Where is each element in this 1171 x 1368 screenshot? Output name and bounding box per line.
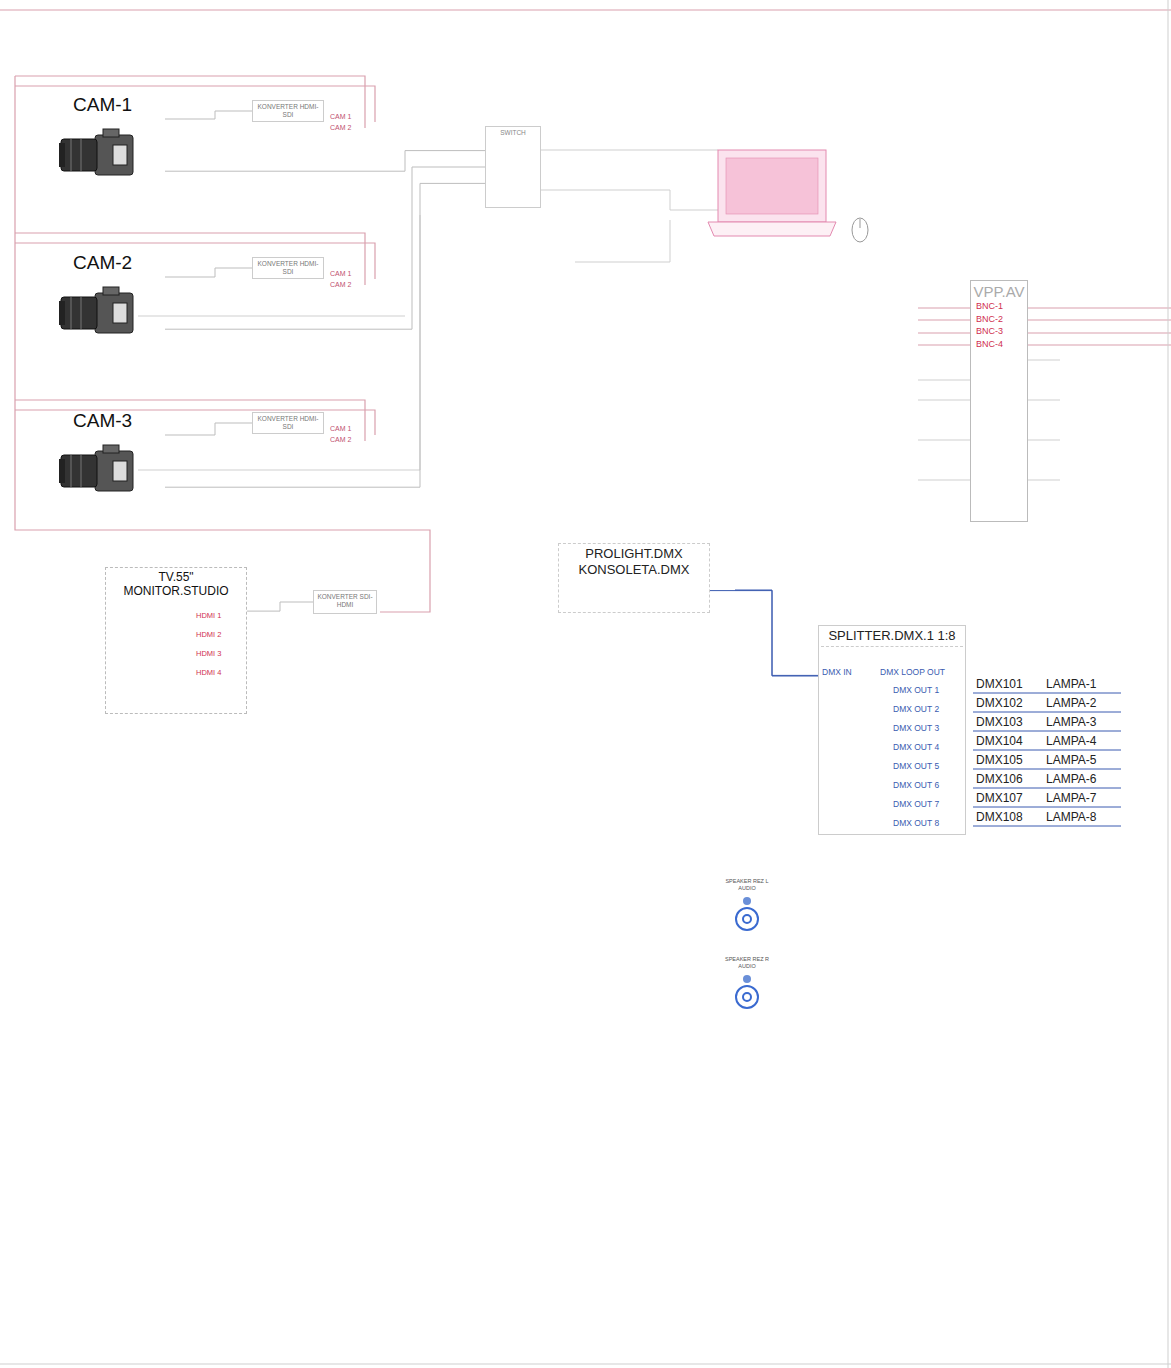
device-box: PROLIGHT.DMX KONSOLETA.DMX — [558, 543, 710, 613]
port-label: DMX102 — [976, 697, 1023, 710]
port-label: LAMPA-6 — [1046, 773, 1096, 786]
port-label: DMX105 — [976, 754, 1023, 767]
connector — [165, 268, 252, 277]
device-box: KONVERTER HDMI-SDI — [252, 412, 324, 434]
port-label: HDMI 4 — [196, 669, 221, 677]
port-label: CAM 1 — [330, 425, 351, 433]
device-box: KONVERTER HDMI-SDI — [252, 257, 324, 279]
port-label: DMX IN — [822, 668, 852, 677]
port-label: HDMI 1 — [196, 612, 221, 620]
node-label: SPLITTER.DMX.1 1:8 — [821, 628, 963, 647]
port-label: DMX OUT 2 — [893, 705, 939, 714]
speaker-icon — [727, 893, 767, 933]
camera-icon — [57, 443, 137, 495]
port-label: BNC-3 — [976, 327, 1003, 337]
port-label: CAM 1 — [330, 270, 351, 278]
port-label: DMX OUT 3 — [893, 724, 939, 733]
camera-icon — [57, 285, 137, 337]
port-label: LAMPA-3 — [1046, 716, 1096, 729]
port-label: BNC-2 — [976, 315, 1003, 325]
port-label: LAMPA-8 — [1046, 811, 1096, 824]
port-label: DMX104 — [976, 735, 1023, 748]
port-label: LAMPA-5 — [1046, 754, 1096, 767]
camera-node: CAM-3 — [55, 408, 165, 498]
node-label: VPP.AV — [973, 283, 1025, 301]
node-label: TV.55" MONITOR.STUDIO — [108, 570, 244, 599]
node-label: SWITCH — [489, 129, 537, 137]
node-label: CAM-2 — [57, 252, 163, 275]
device-box: TV.55" MONITOR.STUDIO — [105, 567, 247, 714]
node-label: CAM-3 — [57, 410, 163, 433]
node-label: KONVERTER SDI-HDMI — [317, 593, 373, 609]
port-label: HDMI 3 — [196, 650, 221, 658]
port-label: LAMPA-7 — [1046, 792, 1096, 805]
port-label: DMX OUT 8 — [893, 819, 939, 828]
port-label: DMX107 — [976, 792, 1023, 805]
port-label: BNC-1 — [976, 302, 1003, 312]
port-label: DMX LOOP OUT — [880, 668, 945, 677]
node-label: SPEAKER REZ R AUDIO — [718, 956, 776, 969]
port-label: DMX103 — [976, 716, 1023, 729]
node-label: KONVERTER HDMI-SDI — [256, 415, 320, 431]
port-label: DMX OUT 5 — [893, 762, 939, 771]
device-box: KONVERTER HDMI-SDI — [252, 100, 324, 122]
connector — [165, 111, 252, 119]
port-label: DMX OUT 7 — [893, 800, 939, 809]
port-label: BNC-4 — [976, 340, 1003, 350]
port-label: CAM 2 — [330, 124, 351, 132]
connector — [165, 151, 485, 172]
port-label: DMX OUT 6 — [893, 781, 939, 790]
device-box: SPLITTER.DMX.1 1:8 — [818, 625, 966, 835]
connector — [165, 167, 485, 329]
device-box: SWITCH — [485, 126, 541, 208]
node-label: KONVERTER HDMI-SDI — [256, 103, 320, 119]
port-label: DMX OUT 1 — [893, 686, 939, 695]
node-label: CAM-1 — [57, 94, 163, 117]
connector — [165, 183, 485, 487]
node-label: PROLIGHT.DMX KONSOLETA.DMX — [562, 546, 706, 577]
port-label: HDMI 2 — [196, 631, 221, 639]
node-label: SPEAKER REZ L AUDIO — [718, 878, 776, 891]
port-label: DMX OUT 4 — [893, 743, 939, 752]
node-label: KONVERTER HDMI-SDI — [256, 260, 320, 276]
port-label: DMX101 — [976, 678, 1023, 691]
connector — [165, 423, 252, 435]
camera-icon — [57, 127, 137, 179]
device-box: KONVERTER SDI-HDMI — [313, 590, 377, 614]
port-label: LAMPA-2 — [1046, 697, 1096, 710]
port-label: CAM 2 — [330, 281, 351, 289]
camera-node: CAM-2 — [55, 250, 165, 340]
port-label: DMX106 — [976, 773, 1023, 786]
speaker-node: SPEAKER REZ L AUDIO — [716, 876, 778, 946]
port-label: CAM 2 — [330, 436, 351, 444]
speaker-icon — [727, 971, 767, 1011]
port-label: DMX108 — [976, 811, 1023, 824]
connector — [710, 591, 818, 676]
camera-node: CAM-1 — [55, 92, 165, 182]
connector — [247, 602, 313, 611]
port-label: LAMPA-1 — [1046, 678, 1096, 691]
port-label: LAMPA-4 — [1046, 735, 1096, 748]
port-label: CAM 1 — [330, 113, 351, 121]
speaker-node: SPEAKER REZ R AUDIO — [716, 954, 778, 1024]
